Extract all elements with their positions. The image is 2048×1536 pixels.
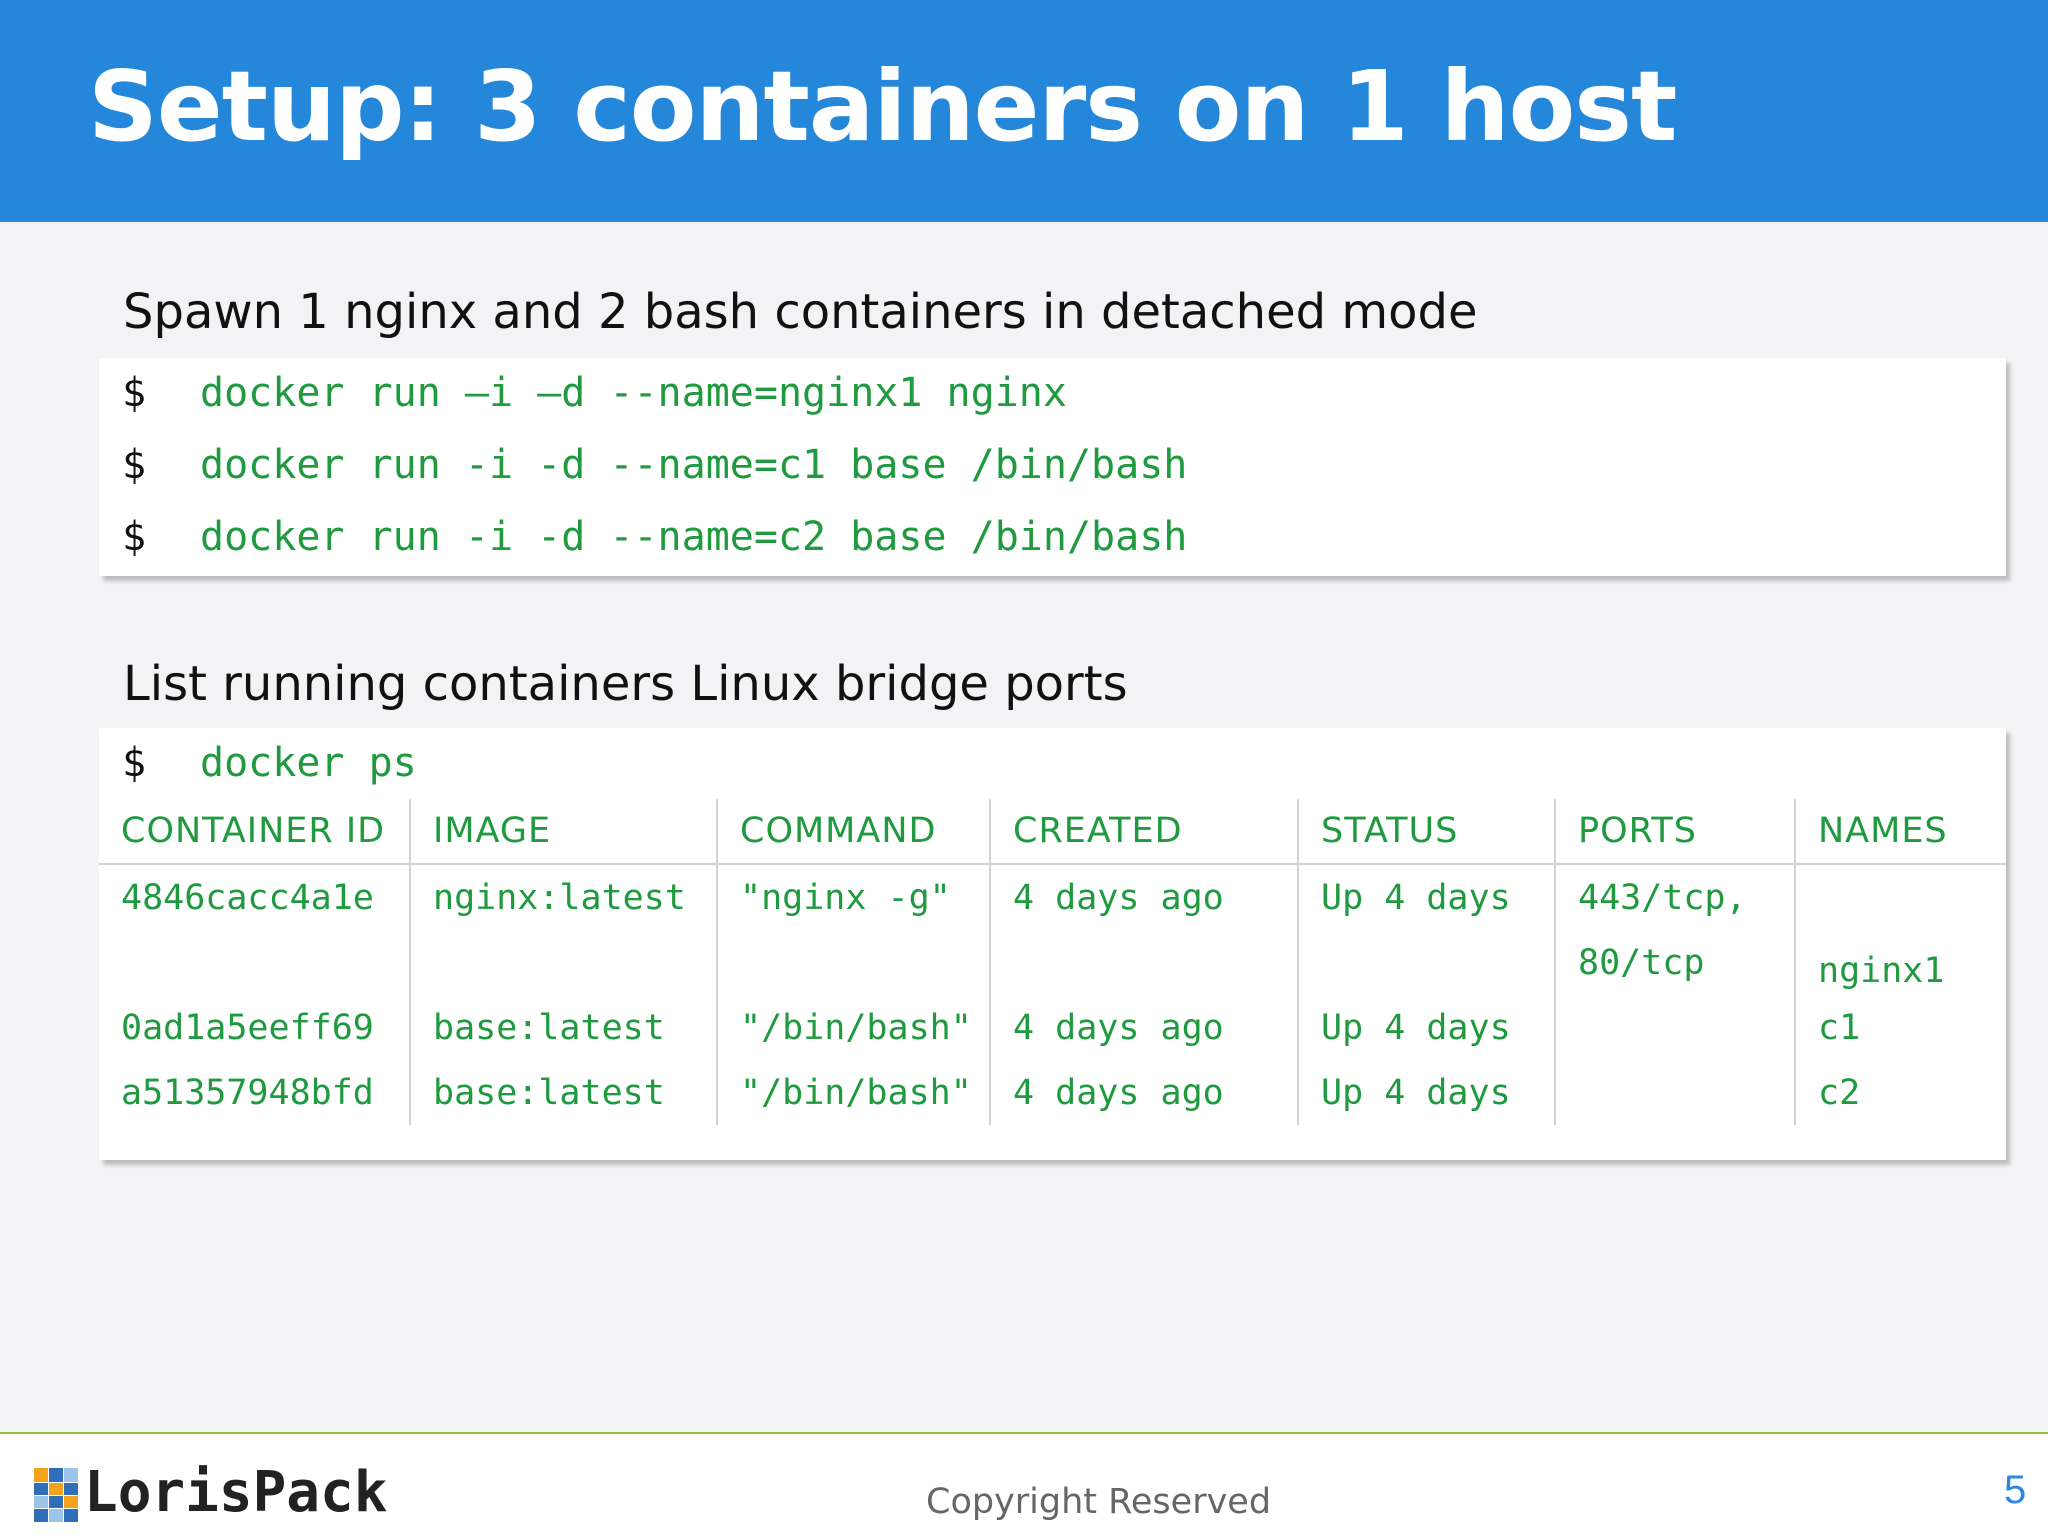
slide-number: 5 <box>2004 1468 2027 1512</box>
command-line: $ docker run -i -d --name=c1 base /bin/ba… <box>122 442 1187 488</box>
cell-command: "nginx -g" <box>716 864 990 930</box>
command-text: docker run -i -d --name=c1 base /bin/bas… <box>200 442 1188 488</box>
cell-container-id: 0ad1a5eeff69 <box>121 1007 374 1048</box>
cell-created: 4 days ago <box>989 864 1298 930</box>
cell-image: nginx:latest <box>409 864 717 930</box>
cell-container-id: a51357948bfd <box>121 1072 374 1113</box>
column-header-status: STATUS <box>1297 799 1555 865</box>
shell-prompt: $ <box>122 442 147 488</box>
table-row: 4846cacc4a1e nginx:latest "nginx -g" 4 d… <box>99 864 2006 995</box>
command-line: $ docker ps <box>122 740 417 786</box>
table-row: a51357948bfd base:latest "/bin/bash" 4 d… <box>99 1060 2006 1125</box>
column-header-image: IMAGE <box>409 799 717 865</box>
column-header-container-id: CONTAINER ID <box>99 799 410 865</box>
section-heading-spawn: Spawn 1 nginx and 2 bash containers in d… <box>123 284 1478 340</box>
docker-ps-output-table: CONTAINER ID IMAGE COMMAND CREATED STATU… <box>99 799 2006 1125</box>
shell-prompt: $ <box>122 370 147 416</box>
column-header-names: NAMES <box>1794 799 2006 865</box>
cell-status: Up 4 days <box>1297 864 1555 930</box>
footer-rule <box>0 1432 2048 1434</box>
table-header-row: CONTAINER ID IMAGE COMMAND CREATED STATU… <box>99 799 2006 865</box>
cell-ports <box>1554 1060 1795 1125</box>
title-bar: Setup: 3 containers on 1 host <box>0 0 2048 222</box>
table-row-continuation: 80/tcp <box>99 930 2006 995</box>
cell-container-id: 4846cacc4a1e <box>121 877 374 918</box>
cell-command: "/bin/bash" <box>716 1060 990 1125</box>
column-header-ports: PORTS <box>1554 799 1795 865</box>
cell-status: Up 4 days <box>1297 1060 1555 1125</box>
command-text: docker run -i -d --name=c2 base /bin/bas… <box>200 514 1188 560</box>
section-heading-list: List running containers Linux bridge por… <box>123 656 1128 712</box>
cell-image: base:latest <box>409 1060 717 1125</box>
cell-ports <box>1554 995 1795 1060</box>
code-block-docker-ps: $ docker ps CONTAINER ID IMAGE COMMAND CR… <box>99 728 2006 1160</box>
lorispack-logo-icon <box>34 1468 78 1522</box>
column-header-created: CREATED <box>989 799 1298 865</box>
column-header-command: COMMAND <box>716 799 990 865</box>
command-line: $ docker run –i –d --name=nginx1 nginx <box>122 370 1067 416</box>
cell-names: c2 <box>1794 1060 2006 1125</box>
command-line: $ docker run -i -d --name=c2 base /bin/ba… <box>122 514 1187 560</box>
cell-created: 4 days ago <box>989 1060 1298 1125</box>
command-text: docker ps <box>200 740 417 786</box>
footer: LorisPack Copyright Reserved 5 <box>0 1434 2048 1536</box>
cell-ports: 443/tcp, <box>1554 864 1795 930</box>
cell-command: "/bin/bash" <box>716 995 990 1060</box>
shell-prompt: $ <box>122 514 147 560</box>
cell-names: nginx1 <box>1794 864 2006 995</box>
command-text: docker run –i –d --name=nginx1 nginx <box>200 370 1067 416</box>
code-block-spawn: $ docker run –i –d --name=nginx1 nginx $ d… <box>99 358 2006 576</box>
cell-status: Up 4 days <box>1297 995 1555 1060</box>
shell-prompt: $ <box>122 740 147 786</box>
cell-image: base:latest <box>409 995 717 1060</box>
logo-wordmark: LorisPack <box>84 1460 388 1525</box>
cell-ports: 80/tcp <box>1554 930 1795 995</box>
copyright-notice: Copyright Reserved <box>926 1482 1272 1522</box>
cell-created: 4 days ago <box>989 995 1298 1060</box>
table-row: 0ad1a5eeff69 base:latest "/bin/bash" 4 d… <box>99 995 2006 1060</box>
cell-names: c1 <box>1794 995 2006 1060</box>
slide-title: Setup: 3 containers on 1 host <box>88 50 1677 163</box>
